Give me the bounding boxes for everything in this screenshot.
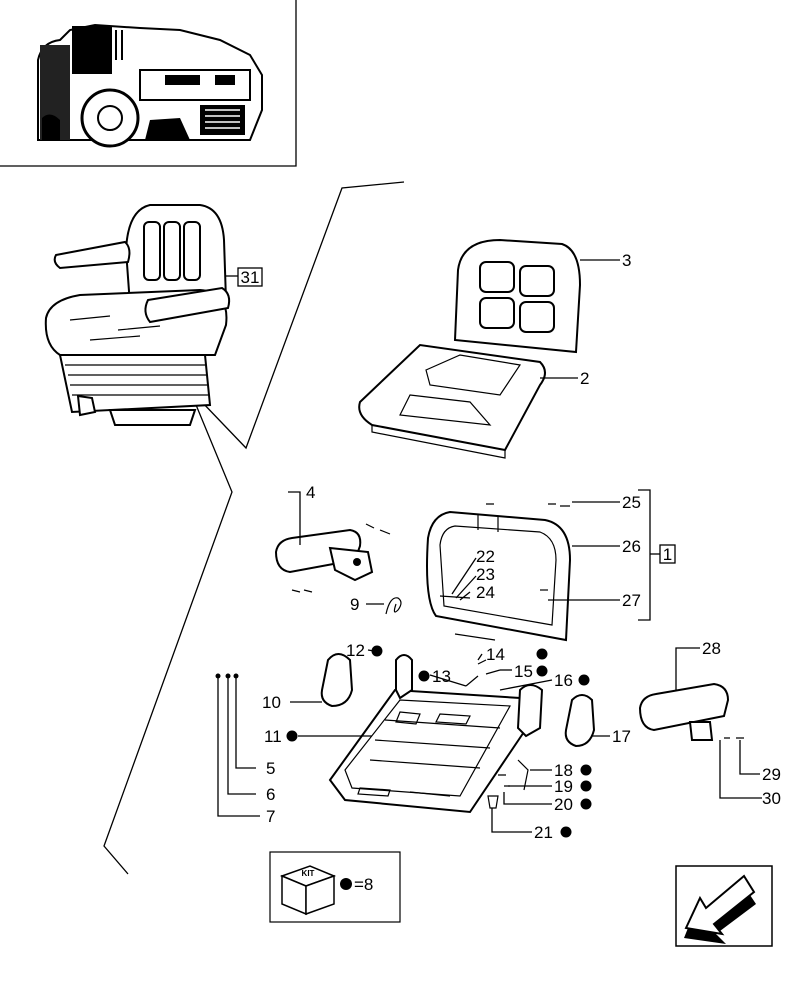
armrest-left — [274, 523, 391, 593]
kit-dot-icon — [536, 648, 548, 660]
guide-lines — [103, 181, 405, 875]
kit-dot-icon — [580, 798, 592, 810]
callout-labels: 1 2 3 4 5 6 7 9 10 11 12 13 14 15 16 — [237, 251, 781, 842]
callout-23: 23 — [476, 565, 495, 584]
callout-20: 20 — [554, 795, 592, 814]
svg-text:21: 21 — [534, 823, 553, 842]
side-rail-right — [516, 684, 544, 738]
callout-27: 27 — [622, 591, 641, 610]
backrest-cushion — [453, 238, 582, 354]
complete-seat-assembly — [44, 204, 231, 426]
tractor-icon — [37, 23, 263, 148]
pivot-bracket-right — [564, 694, 596, 748]
callout-12: 12 — [346, 641, 383, 660]
callout-2: 2 — [580, 369, 589, 388]
callout-31: 31 — [237, 267, 263, 287]
callout-18: 18 — [554, 761, 592, 780]
seat-cushion — [358, 343, 546, 459]
callout-24: 24 — [476, 583, 495, 602]
callout-21: 21 — [534, 823, 572, 842]
callout-3: 3 — [622, 251, 631, 270]
pivot-bracket-left — [320, 653, 354, 708]
kit-dot-icon — [560, 826, 572, 838]
kit-legend-text: =8 — [354, 875, 373, 894]
svg-text:13: 13 — [432, 667, 451, 686]
kit-dot-icon — [418, 670, 430, 682]
spring-part — [385, 597, 402, 615]
callout-13: 13 — [418, 667, 451, 686]
side-rail-left — [395, 654, 413, 700]
svg-text:16: 16 — [554, 671, 573, 690]
svg-text:18: 18 — [554, 761, 573, 780]
callout-11: 11 — [264, 727, 298, 746]
svg-text:20: 20 — [554, 795, 573, 814]
callout-7: 7 — [266, 807, 275, 826]
svg-text:12: 12 — [346, 641, 365, 660]
kit-dot-icon — [578, 674, 590, 686]
kit-dot-icon — [580, 764, 592, 776]
callout-1: 1 — [659, 544, 676, 564]
callout-29: 29 — [762, 765, 781, 784]
back-arrow-button[interactable] — [675, 865, 773, 947]
kit-dot-icon — [580, 780, 592, 792]
kit-legend: KIT =8 — [269, 851, 401, 923]
callout-16: 16 — [554, 671, 590, 690]
hardware-pieces — [215, 503, 744, 809]
seat-pan — [328, 688, 534, 814]
callout-4: 4 — [306, 483, 315, 502]
callout-17: 17 — [612, 727, 631, 746]
kit-dot-icon — [371, 645, 383, 657]
svg-text:1: 1 — [663, 545, 672, 564]
callout-30: 30 — [762, 789, 781, 808]
svg-text:31: 31 — [241, 268, 260, 287]
tractor-thumbnail — [0, 0, 297, 167]
leader-lines — [217, 259, 762, 833]
svg-text:15: 15 — [514, 662, 533, 681]
callout-10: 10 — [262, 693, 281, 712]
backrest-frame — [426, 510, 572, 642]
callout-19: 19 — [554, 777, 592, 796]
svg-text:11: 11 — [264, 727, 282, 746]
callout-22: 22 — [476, 547, 495, 566]
callout-9: 9 — [350, 595, 359, 614]
armrest-right — [638, 682, 730, 741]
kit-dot-icon — [536, 665, 548, 677]
svg-text:19: 19 — [554, 777, 573, 796]
callout-6: 6 — [266, 785, 275, 804]
callout-5: 5 — [266, 759, 275, 778]
callout-25: 25 — [622, 493, 641, 512]
kit-box-icon: KIT — [279, 865, 337, 916]
back-arrow-icon — [684, 874, 756, 944]
callout-26: 26 — [622, 537, 641, 556]
svg-text:KIT: KIT — [302, 869, 315, 878]
callout-15: 15 — [514, 662, 548, 681]
svg-text:14: 14 — [486, 645, 505, 664]
callout-14: 14 — [486, 645, 548, 664]
kit-dot-icon — [340, 878, 352, 890]
kit-dot-icon — [286, 730, 298, 742]
callout-28: 28 — [702, 639, 721, 658]
